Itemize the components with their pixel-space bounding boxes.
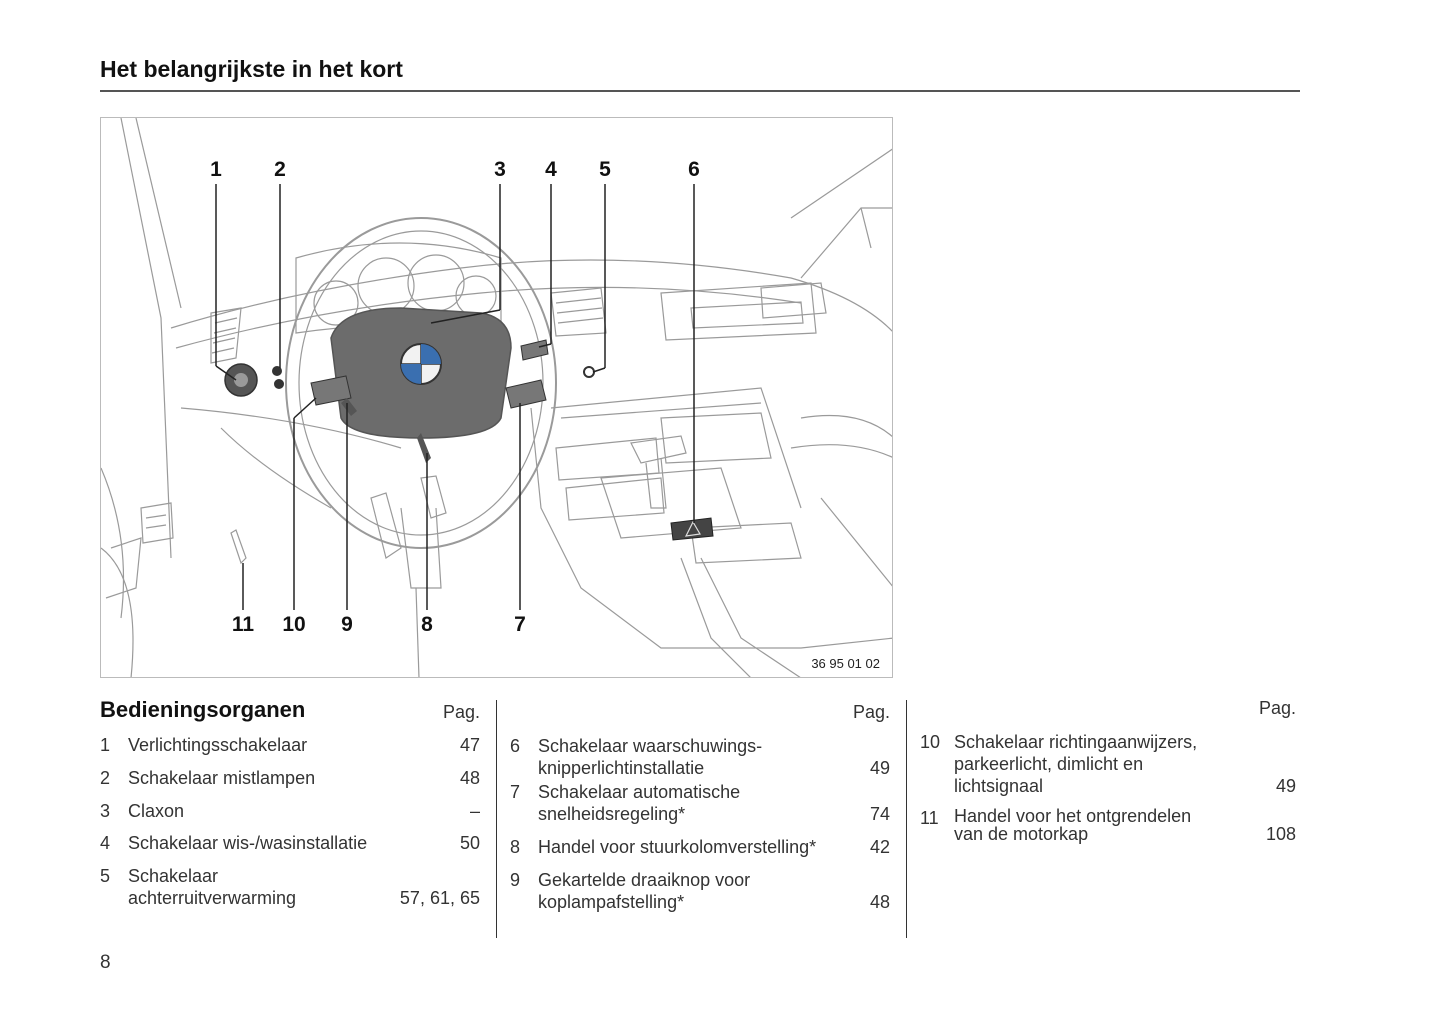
pag-label: Pag.: [852, 702, 890, 722]
callout-2: 2: [274, 158, 286, 181]
legend-item-9: 9 Gekartelde draaiknop voor koplampafste…: [510, 869, 890, 913]
pag-label: Pag.: [442, 702, 480, 722]
callout-3: 3: [494, 158, 506, 181]
item-number: 5: [100, 866, 111, 886]
item-page: 57, 61, 65: [399, 888, 480, 908]
item-page: 42: [869, 837, 890, 857]
item-label: Schakelaar waarschuwings- knipperlichtin…: [538, 736, 763, 778]
callout-9: 9: [341, 613, 353, 636]
item-number: 2: [100, 768, 111, 788]
legend-item-6: 6 Schakelaar waarschuwings- knipperlicht…: [510, 735, 890, 779]
item-number: 8: [510, 837, 521, 857]
item-page: –: [469, 801, 480, 821]
item-label: Schakelaar achterruitverwarming: [128, 866, 297, 908]
column-divider: [496, 700, 497, 938]
item-number: 11: [920, 808, 939, 828]
item-label: Gekartelde draaiknop voor koplampafstell…: [538, 870, 751, 912]
legend-item-3: 3 Claxon –: [100, 800, 480, 822]
item-page: 48: [459, 768, 480, 788]
item-page: 47: [459, 735, 480, 755]
dashboard-illustration: 1 2 3 4 5 6 7 8 9 10 11 36 95 01 02: [100, 117, 893, 678]
item-number: 1: [100, 735, 111, 755]
item-page: 49: [1275, 776, 1296, 796]
legend-item-8: 8 Handel voor stuurkolomverstelling* 42: [510, 836, 890, 858]
column-divider: [906, 700, 907, 938]
section-title: Bedieningsorganen: [100, 697, 306, 722]
item-label: Claxon: [128, 801, 185, 821]
item-number: 10: [920, 732, 941, 752]
item-label: Schakelaar richtingaanwijzers, parkeerli…: [954, 732, 1198, 796]
item-label: Schakelaar wis-/wasinstallatie: [128, 833, 368, 853]
legend-item-10: 10 Schakelaar richtingaanwijzers, parkee…: [920, 731, 1296, 797]
callout-5: 5: [599, 158, 611, 181]
item-label: Verlichtingsschakelaar: [128, 735, 308, 755]
pag-label: Pag.: [1258, 698, 1296, 718]
item-page: 108: [1265, 824, 1296, 844]
item-page: 50: [459, 833, 480, 853]
legend-item-1: 1 Verlichtingsschakelaar 47: [100, 734, 480, 756]
callout-11: 11: [231, 613, 255, 636]
item-label: Schakelaar mistlampen: [128, 768, 316, 788]
callout-4: 4: [545, 158, 557, 181]
item-number: 6: [510, 736, 521, 756]
header-rule: [100, 90, 1300, 92]
item-number: 7: [510, 782, 521, 802]
item-page: 74: [869, 804, 890, 824]
item-page: 49: [869, 758, 890, 778]
item-label: Handel voor het ontgrendelen van de moto…: [954, 806, 1192, 844]
callout-7: 7: [514, 613, 526, 636]
callout-6: 6: [688, 158, 700, 181]
item-page: 48: [869, 892, 890, 912]
legend-item-11: 11 Handel voor het ontgrendelen van de m…: [920, 807, 1296, 845]
item-label: Schakelaar automatische snelheidsregelin…: [538, 782, 741, 824]
item-number: 9: [510, 870, 521, 890]
callout-10: 10: [282, 613, 306, 636]
item-number: 4: [100, 833, 111, 853]
figure-reference: 36 95 01 02: [811, 656, 880, 671]
item-label: Handel voor stuurkolomverstelling*: [538, 837, 817, 857]
page-header-title: Het belangrijkste in het kort: [100, 56, 403, 82]
legend-item-2: 2 Schakelaar mistlampen 48: [100, 767, 480, 789]
callout-8: 8: [421, 613, 433, 636]
page-number: 8: [100, 952, 111, 973]
item-number: 3: [100, 801, 111, 821]
legend-item-5: 5 Schakelaar achterruitverwarming 57, 61…: [100, 865, 480, 909]
dashboard-drawing: [101, 118, 892, 677]
legend-item-7: 7 Schakelaar automatische snelheidsregel…: [510, 781, 890, 825]
legend-item-4: 4 Schakelaar wis-/wasinstallatie 50: [100, 832, 480, 854]
callout-1: 1: [210, 158, 222, 181]
